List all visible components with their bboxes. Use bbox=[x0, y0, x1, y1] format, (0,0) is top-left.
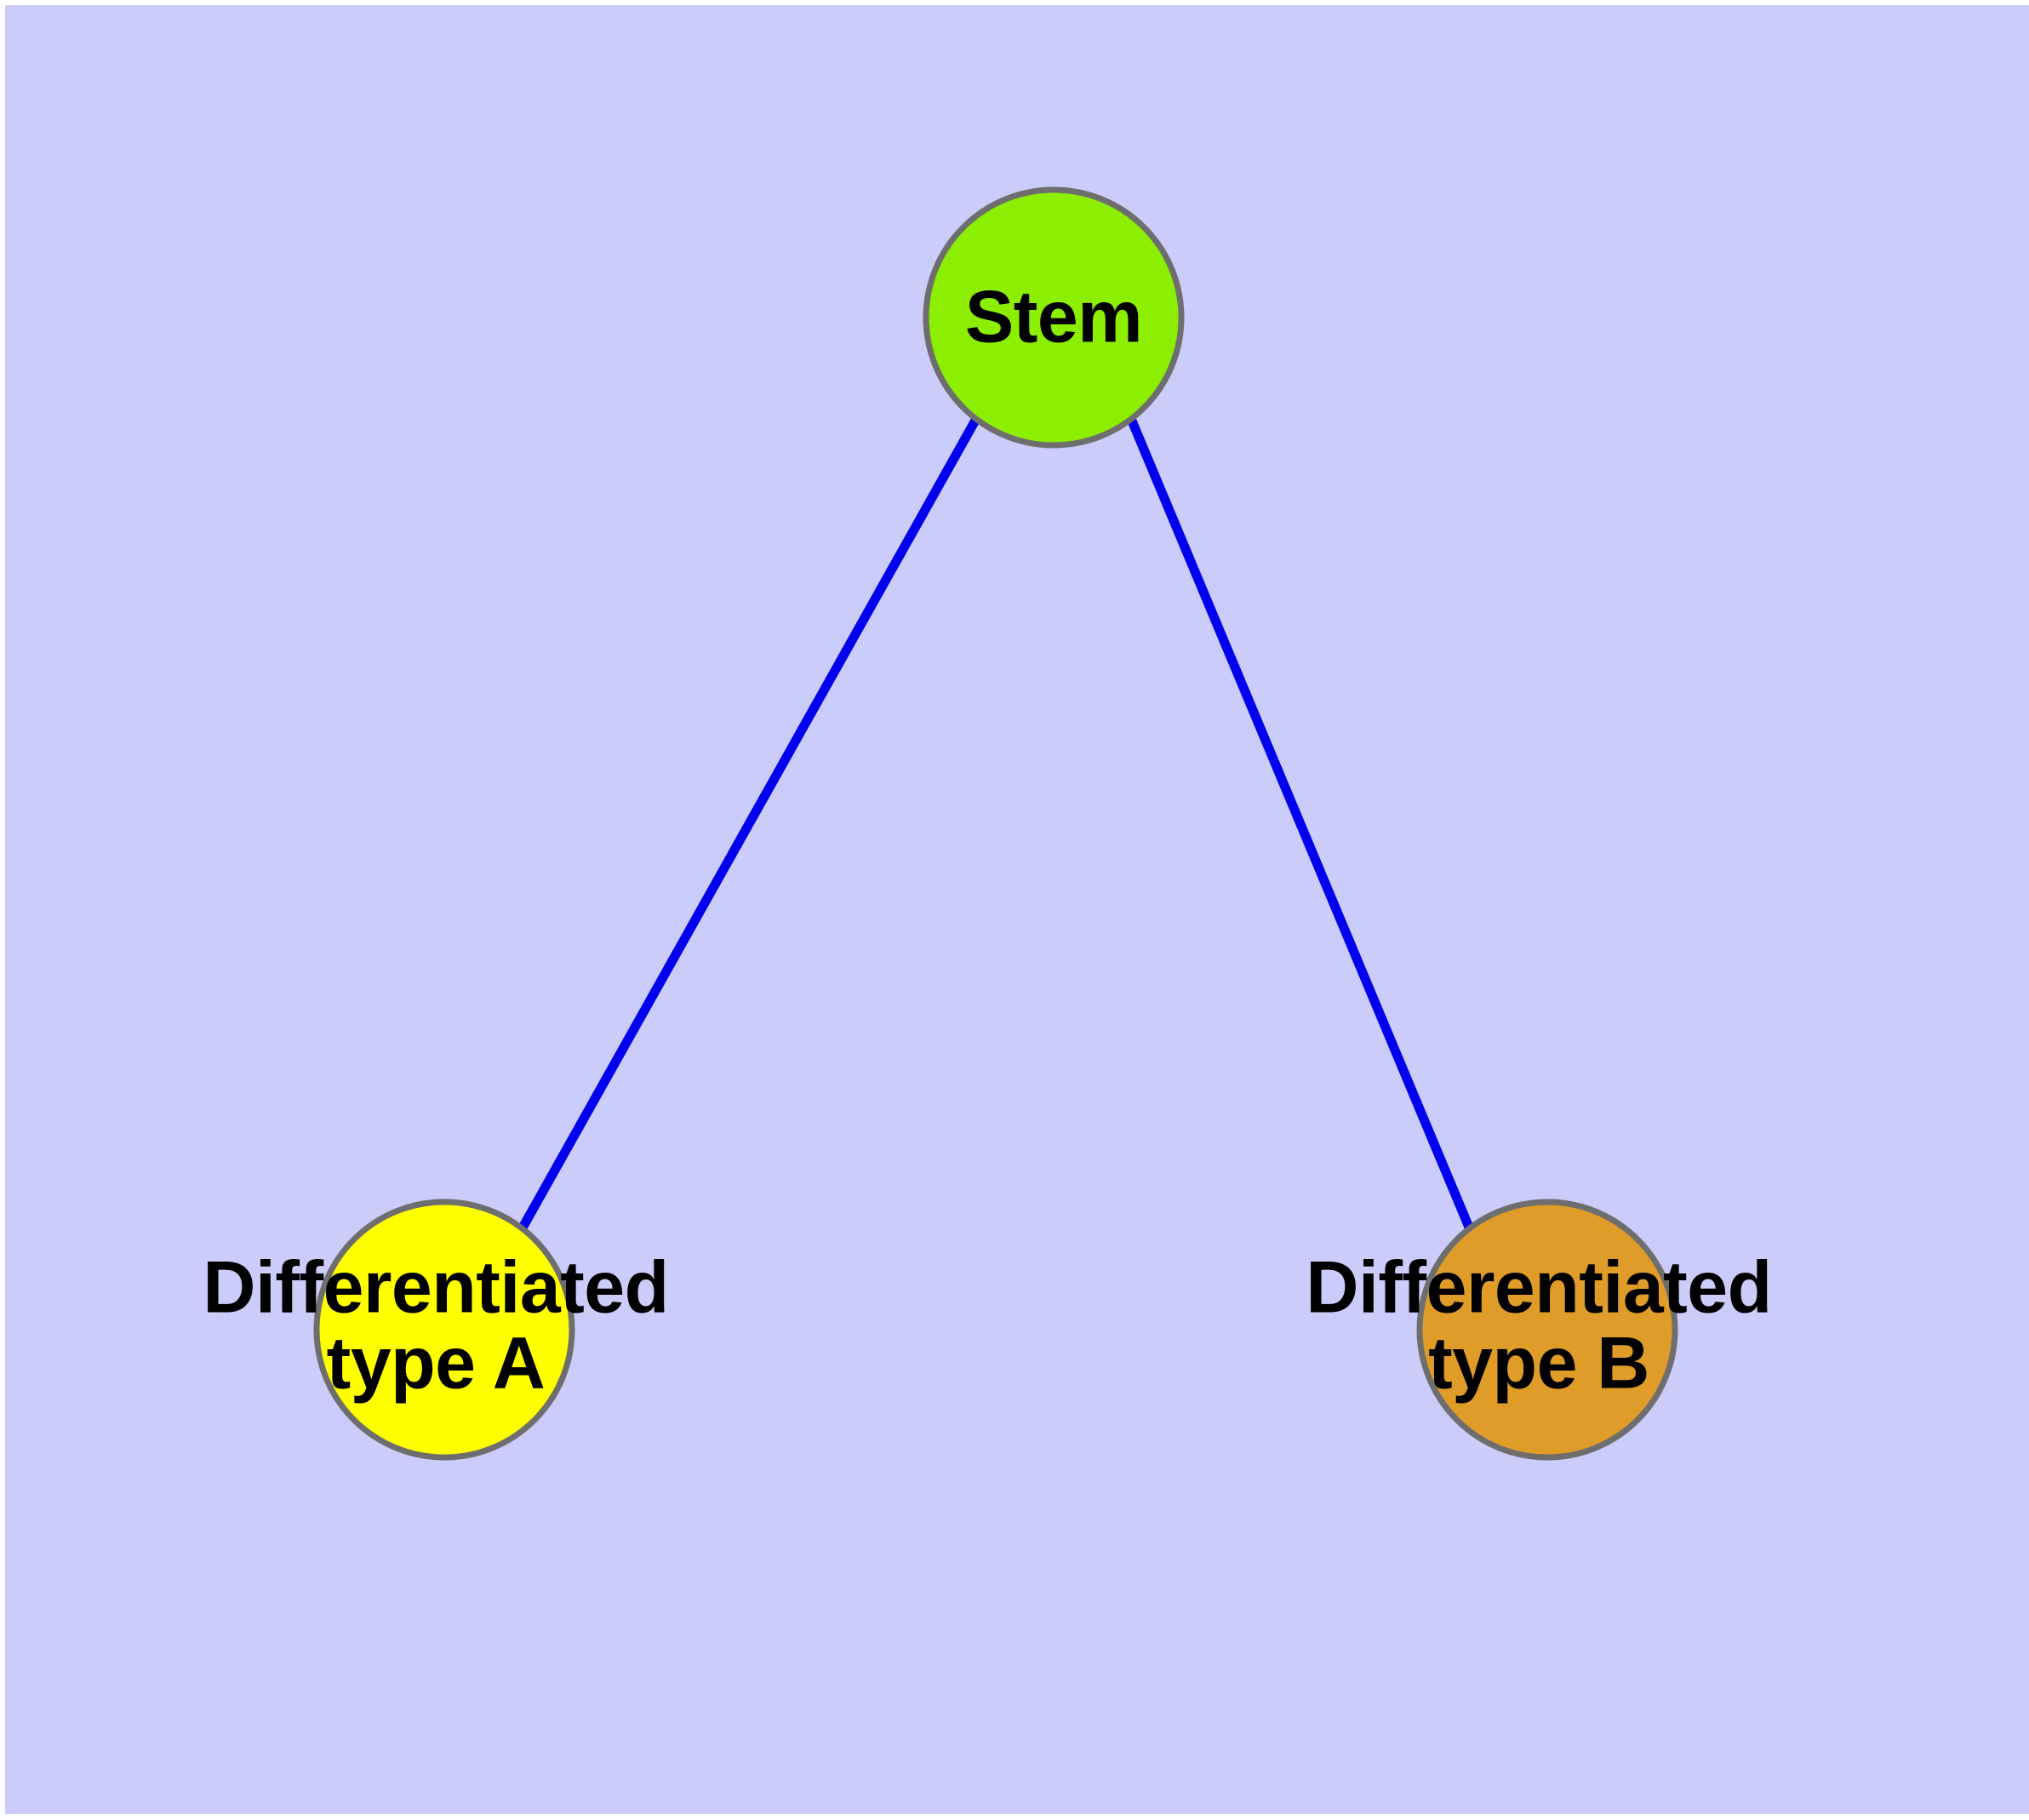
edge-stem-to-type-b bbox=[1126, 416, 1475, 1232]
node-circle-type-b[interactable] bbox=[1416, 1199, 1678, 1461]
edge-stem-to-type-a bbox=[517, 416, 980, 1232]
node-circle-type-a[interactable] bbox=[313, 1199, 575, 1461]
node-circle-stem[interactable] bbox=[923, 186, 1185, 449]
